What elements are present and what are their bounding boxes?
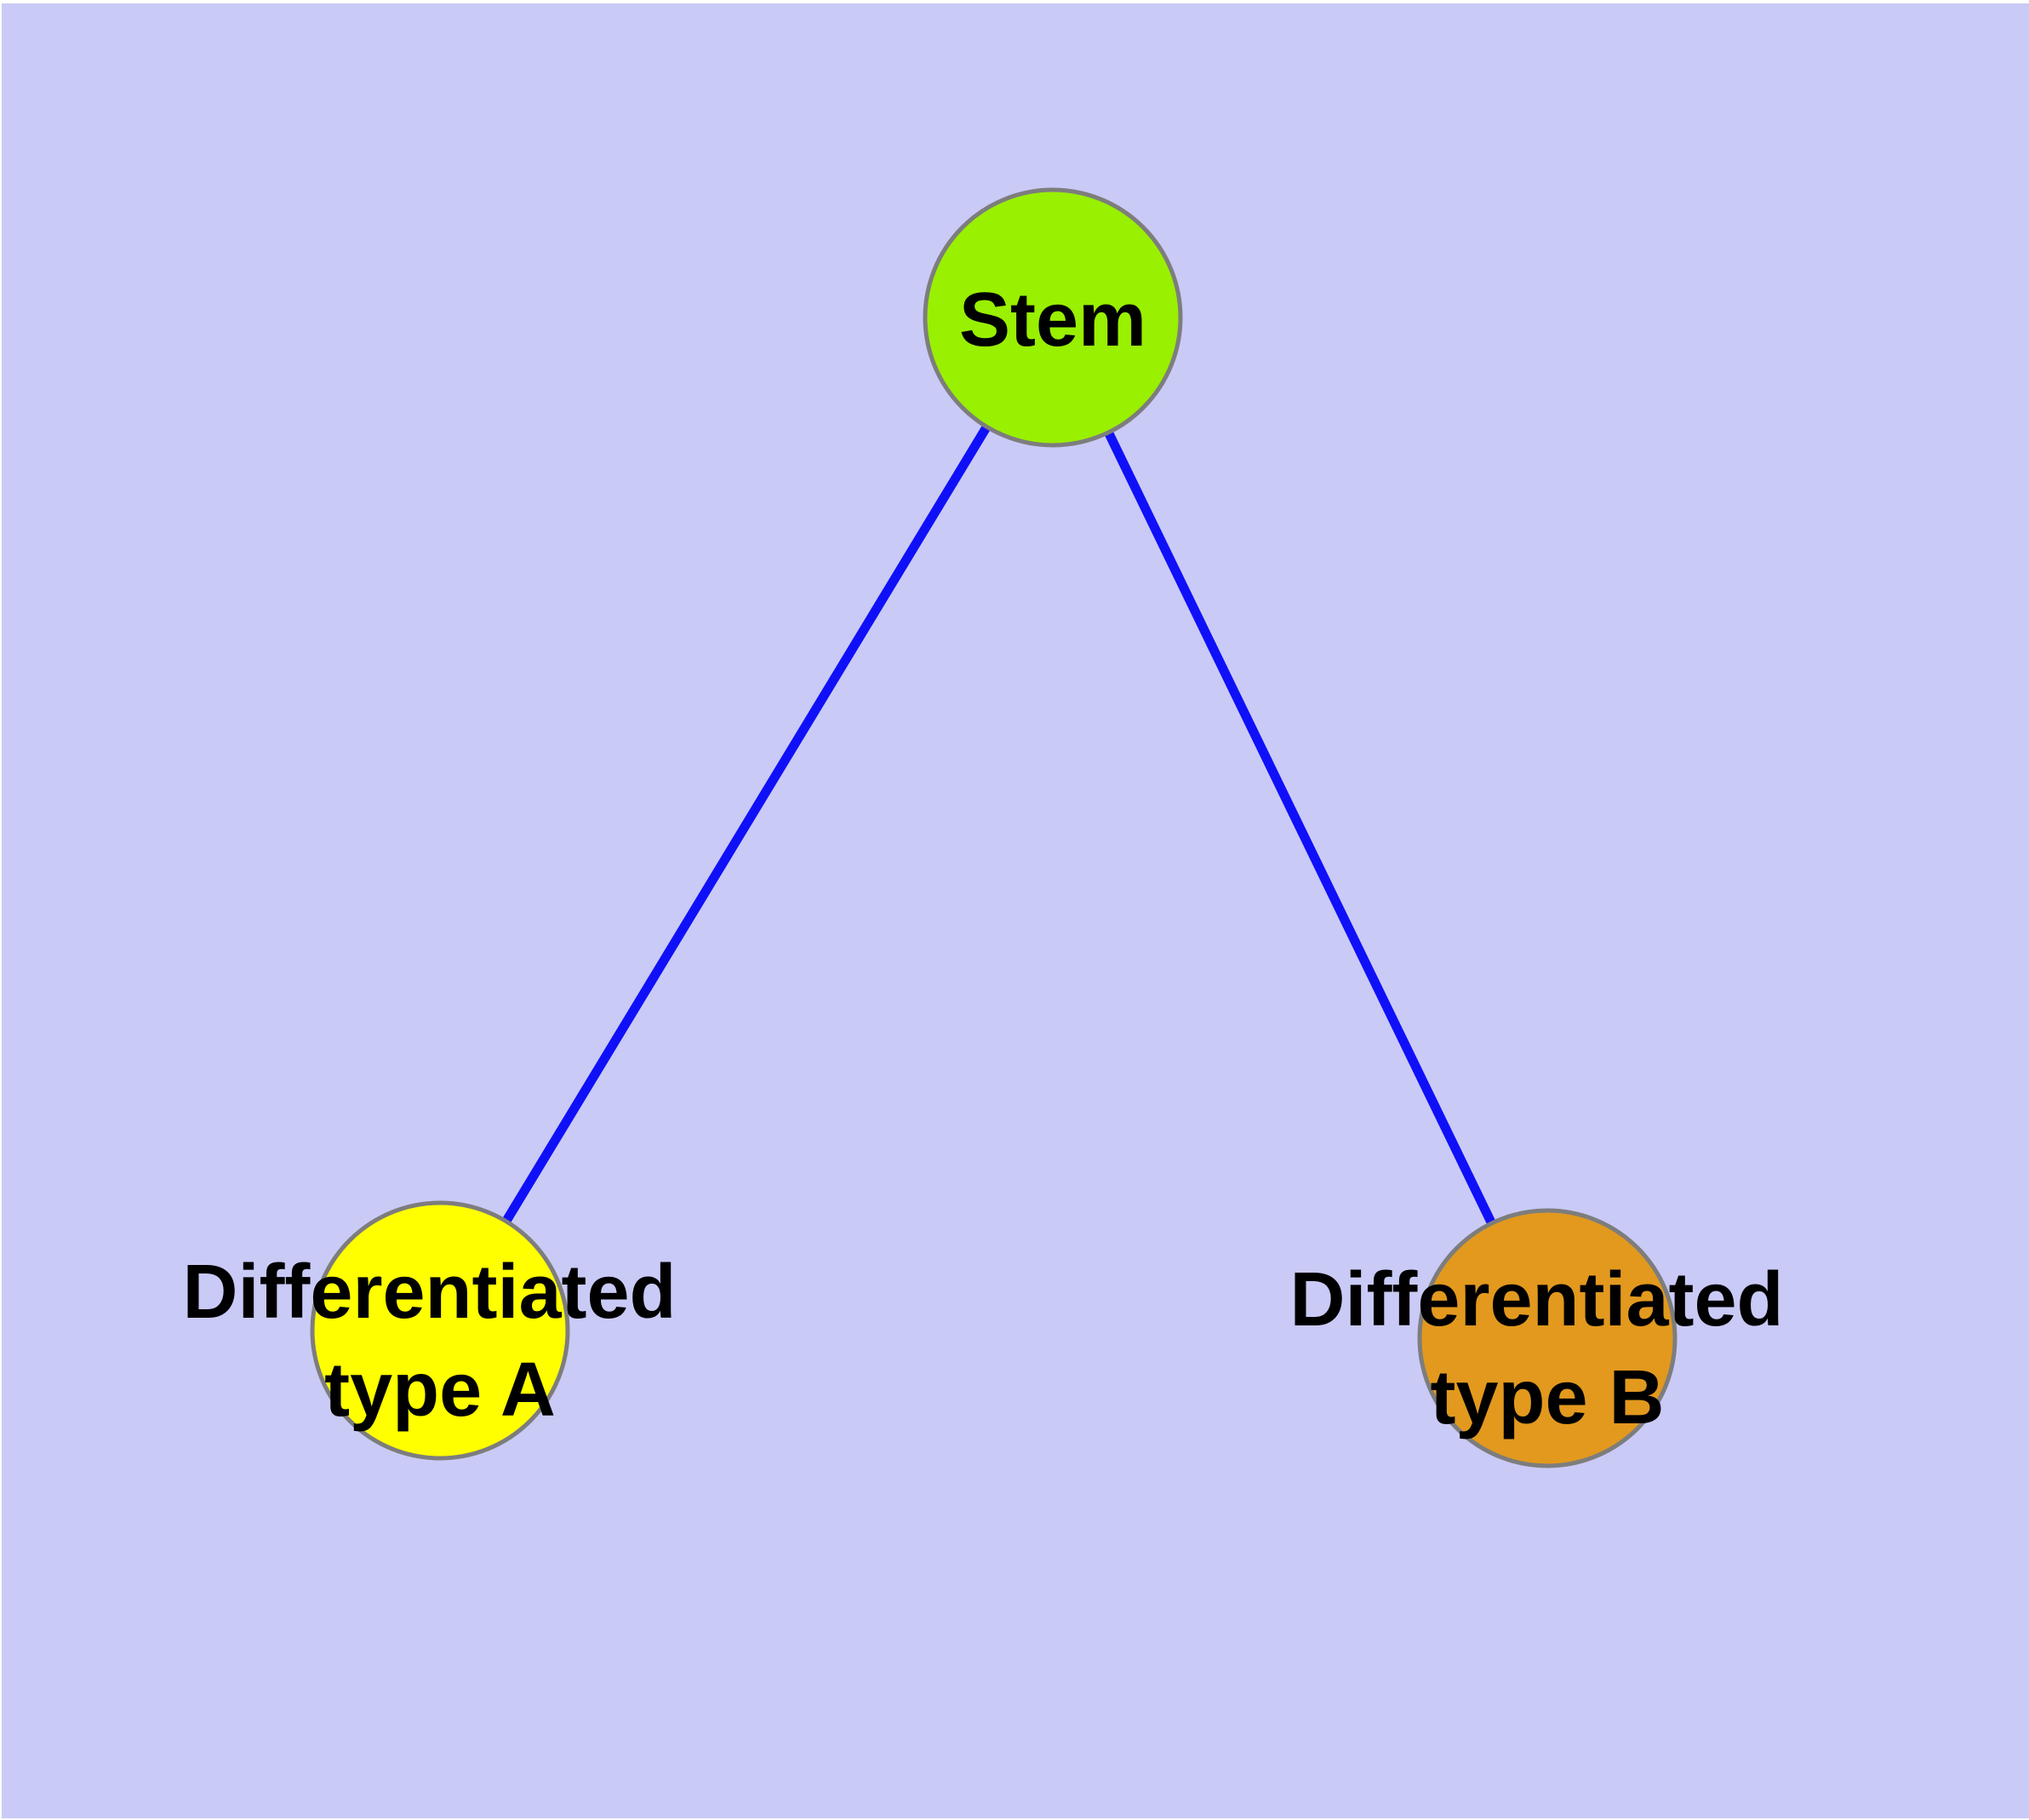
node-label-type-b-line2: type B bbox=[1430, 1355, 1664, 1440]
node-label-type-a-line2: type A bbox=[324, 1348, 556, 1433]
node-label-type-b-line1: Differentiated bbox=[1289, 1257, 1783, 1342]
node-label-type-a-line1: Differentiated bbox=[182, 1250, 676, 1335]
node-label-type-a: Differentiated type A bbox=[182, 1250, 697, 1433]
node-stem bbox=[923, 187, 1183, 448]
node-label-type-b: Differentiated type B bbox=[1289, 1257, 1804, 1440]
node-type-b bbox=[1417, 1208, 1677, 1468]
edge-stem-to-type-a bbox=[436, 315, 1057, 1333]
edge-stem-to-type-b bbox=[1049, 315, 1552, 1341]
node-label-stem: Stem bbox=[959, 278, 1146, 363]
node-type-a bbox=[310, 1200, 570, 1461]
